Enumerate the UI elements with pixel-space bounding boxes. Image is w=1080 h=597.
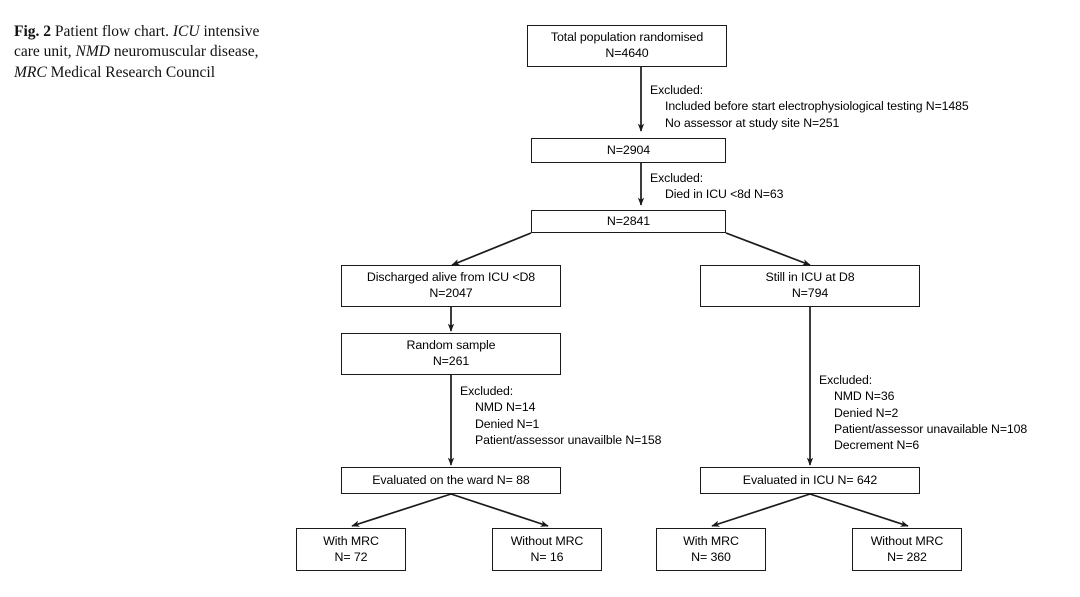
caption-abbr-icu: ICU (172, 23, 200, 40)
edge-eval-icu-to-with-mrc (711, 493, 811, 527)
annotation-excluded-3: Excluded: NMD N=14 Denied N=1 Patient/as… (460, 383, 662, 448)
node-icu-without-mrc-line2: N= 282 (887, 549, 927, 564)
node-random-sample-line1: Random sample (406, 338, 496, 353)
node-icu-with-mrc-line1: With MRC (683, 533, 739, 548)
node-icu-with-mrc-line2: N= 360 (691, 549, 731, 564)
annotation-excluded-1-item-1: Included before start electrophysiologic… (665, 99, 969, 114)
node-n2904: N=2904 (531, 138, 726, 163)
node-icu-without-mrc: Without MRC N= 282 (852, 528, 962, 571)
node-discharged-alive-line2: N=2047 (429, 286, 473, 300)
annotation-excluded-3-item-3: Patient/assessor unavailble N=158 (475, 433, 662, 448)
annotation-excluded-1-item-2: No assessor at study site N=251 (665, 115, 840, 130)
node-total-population: Total population randomised N=4640 (527, 25, 727, 67)
node-ward-without-mrc-line1: Without MRC (510, 533, 584, 548)
edge-2841-to-discharged (451, 232, 532, 266)
node-n2904-line1: N=2904 (606, 142, 651, 157)
caption-text-1: Patient flow chart. (54, 23, 169, 40)
annotation-excluded-4: Excluded: NMD N=36 Denied N=2 Patient/as… (819, 372, 1027, 454)
node-still-in-icu: Still in ICU at D8 N=794 (700, 265, 920, 307)
node-icu-without-mrc-line1: Without MRC (870, 533, 944, 548)
edge-eval-ward-to-with-mrc (351, 493, 452, 527)
node-ward-with-mrc: With MRC N= 72 (296, 528, 406, 571)
node-total-population-line2: N=4640 (605, 46, 649, 60)
node-evaluated-on-ward-line1: Evaluated on the ward N= 88 (372, 472, 530, 487)
figure-caption: Fig. 2 Patient flow chart. ICU intensive… (14, 22, 282, 83)
node-icu-with-mrc: With MRC N= 360 (656, 528, 766, 571)
node-discharged-alive: Discharged alive from ICU <D8 N=2047 (341, 265, 561, 307)
annotation-excluded-2-header: Excluded: (650, 171, 704, 185)
node-n2841-line1: N=2841 (606, 213, 651, 228)
annotation-excluded-1: Excluded: Included before start electrop… (650, 82, 969, 131)
node-still-in-icu-line1: Still in ICU at D8 (765, 270, 855, 285)
caption-abbr-mrc: MRC (14, 63, 47, 81)
node-ward-without-mrc-line2: N= 16 (530, 549, 564, 564)
annotation-excluded-1-header: Excluded: (650, 83, 704, 97)
annotation-excluded-2-item-1: Died in ICU <8d N=63 (665, 187, 784, 202)
node-total-population-line1: Total population randomised (550, 30, 704, 45)
node-discharged-alive-line1: Discharged alive from ICU <D8 (366, 270, 536, 285)
node-evaluated-on-ward: Evaluated on the ward N= 88 (341, 467, 561, 494)
node-evaluated-in-icu-line1: Evaluated in ICU N= 642 (742, 472, 878, 487)
node-still-in-icu-line2: N=794 (791, 286, 829, 300)
annotation-excluded-3-header: Excluded: (460, 384, 514, 398)
edge-eval-icu-to-without-mrc (809, 493, 909, 527)
annotation-excluded-4-header: Excluded: (819, 373, 873, 387)
node-evaluated-in-icu: Evaluated in ICU N= 642 (700, 467, 920, 494)
annotation-excluded-4-item-4: Decrement N=6 (834, 438, 920, 453)
caption-abbr-nmd: NMD (75, 43, 110, 61)
annotation-excluded-4-item-2: Denied N=2 (834, 405, 899, 420)
caption-text-4: Medical Research Council (50, 63, 216, 81)
annotation-excluded-4-item-3: Patient/assessor unavailable N=108 (834, 422, 1028, 437)
annotation-excluded-3-item-2: Denied N=1 (475, 416, 540, 431)
node-ward-with-mrc-line1: With MRC (323, 533, 379, 548)
node-ward-with-mrc-line2: N= 72 (334, 549, 368, 564)
node-n2841: N=2841 (531, 210, 726, 233)
figure-label: Fig. 2 (14, 23, 52, 40)
edge-eval-ward-to-without-mrc (450, 493, 549, 527)
caption-text-2: intensive care unit, (14, 23, 260, 61)
node-ward-without-mrc: Without MRC N= 16 (492, 528, 602, 571)
caption-text-3: neuromuscular disease, (113, 43, 259, 61)
node-random-sample-line2: N=261 (432, 354, 470, 368)
node-random-sample: Random sample N=261 (341, 333, 561, 375)
annotation-excluded-2: Excluded: Died in ICU <8d N=63 (650, 170, 783, 203)
annotation-excluded-4-item-1: NMD N=36 (834, 389, 895, 404)
edge-2841-to-still-icu (725, 232, 811, 266)
annotation-excluded-3-item-1: NMD N=14 (475, 400, 536, 415)
